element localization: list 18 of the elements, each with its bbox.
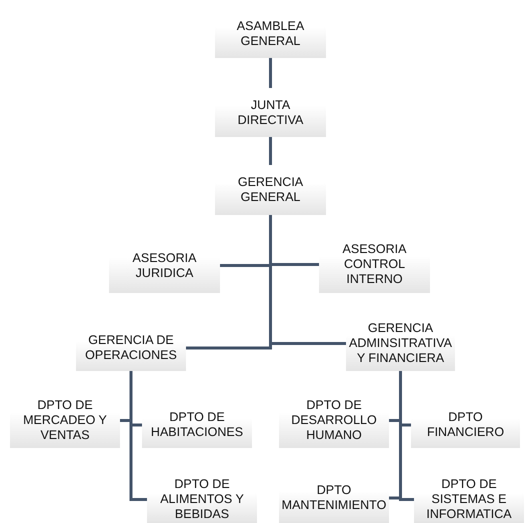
unit-name: GERENCIA DE OPERACIONES <box>84 333 178 363</box>
unit-name: DPTO DE ALIMENTOS Y BEBIDAS <box>159 477 245 522</box>
org-box <box>414 476 524 523</box>
unit-name: DPTO FINANCIERO <box>426 410 506 440</box>
unit-name: JUNTA DIRECTIVA <box>236 98 304 128</box>
unit-name: GERENCIA GENERAL <box>236 175 304 205</box>
unit-name: DPTO DE SISTEMAS E INFORMATICA <box>425 477 513 522</box>
unit-name: DPTO MANTENIMIENTO <box>280 483 388 513</box>
unit-name: ASESORIA CONTROL INTERNO <box>342 242 408 287</box>
unit-name: DPTO DE HABITACIONES <box>150 410 244 440</box>
unit-name: DPTO DE DESARROLLO HUMANO <box>290 398 378 443</box>
unit-name: GERENCIA ADMINSITRATIVA Y FINANCIERA <box>348 321 453 366</box>
unit-name: ASAMBLEA GENERAL <box>236 19 306 49</box>
connector-line <box>269 58 272 88</box>
org-box <box>147 476 257 523</box>
unit-name: DPTO DE MERCADEO Y VENTAS <box>22 398 108 443</box>
unit-name: ASESORIA JURIDICA <box>132 250 198 280</box>
connector-line <box>269 137 272 165</box>
